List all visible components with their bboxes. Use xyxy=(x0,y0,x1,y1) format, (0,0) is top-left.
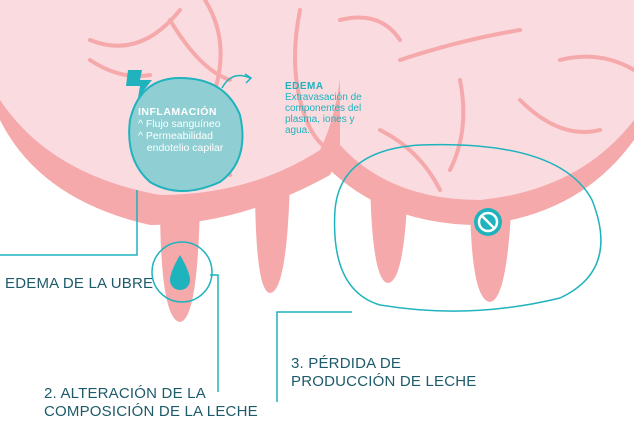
edema-title: EDEMA xyxy=(285,81,324,92)
inflammation-item: Flujo sanguíneo xyxy=(145,118,221,130)
connector-composition xyxy=(210,274,219,392)
inflammation-item: Permeabilidad xyxy=(145,130,213,142)
production-loss-circle xyxy=(333,143,602,312)
production-line-1: 3. PÉRDIDA DE xyxy=(291,355,402,372)
udder-edema-label: EDEMA DE LA UBRE xyxy=(5,275,154,292)
arrow-icon xyxy=(221,74,251,89)
composition-line-1: 2. ALTERACIÓN DE LA xyxy=(44,385,206,402)
composition-label: 2. ALTERACIÓN DE LA COMPOSICIÓN DE LA LE… xyxy=(44,385,258,421)
connector-edema xyxy=(0,190,138,256)
milk-drop-icon xyxy=(170,255,190,290)
increase-arrow-icon: ^ xyxy=(138,118,143,130)
edema-line: plasma, iones y xyxy=(285,114,355,125)
inflammation-bubble xyxy=(128,76,244,192)
increase-arrow-icon: ^ xyxy=(138,130,143,142)
edema-line: Extravasación de xyxy=(285,92,362,103)
lightning-icon xyxy=(126,70,152,98)
inflammation-title: INFLAMACIÓN xyxy=(138,106,217,118)
edema-line: agua. xyxy=(285,125,311,136)
prohibited-icon xyxy=(474,208,502,236)
inflammation-item: endotelio capilar xyxy=(146,142,224,154)
teat-2 xyxy=(255,180,290,293)
connector-production xyxy=(276,311,352,402)
composition-line-2: COMPOSICIÓN DE LA LECHE xyxy=(44,403,258,420)
edema-note: EDEMA Extravasación de componentes del p… xyxy=(285,81,362,136)
production-label: 3. PÉRDIDA DE PRODUCCIÓN DE LECHE xyxy=(291,355,477,391)
edema-line: componentes del xyxy=(285,103,362,114)
production-line-2: PRODUCCIÓN DE LECHE xyxy=(291,373,477,390)
inflammation-text: INFLAMACIÓN ^ Flujo sanguíneo ^ Permeabi… xyxy=(138,106,223,154)
teat-highlight-circle xyxy=(151,241,213,303)
